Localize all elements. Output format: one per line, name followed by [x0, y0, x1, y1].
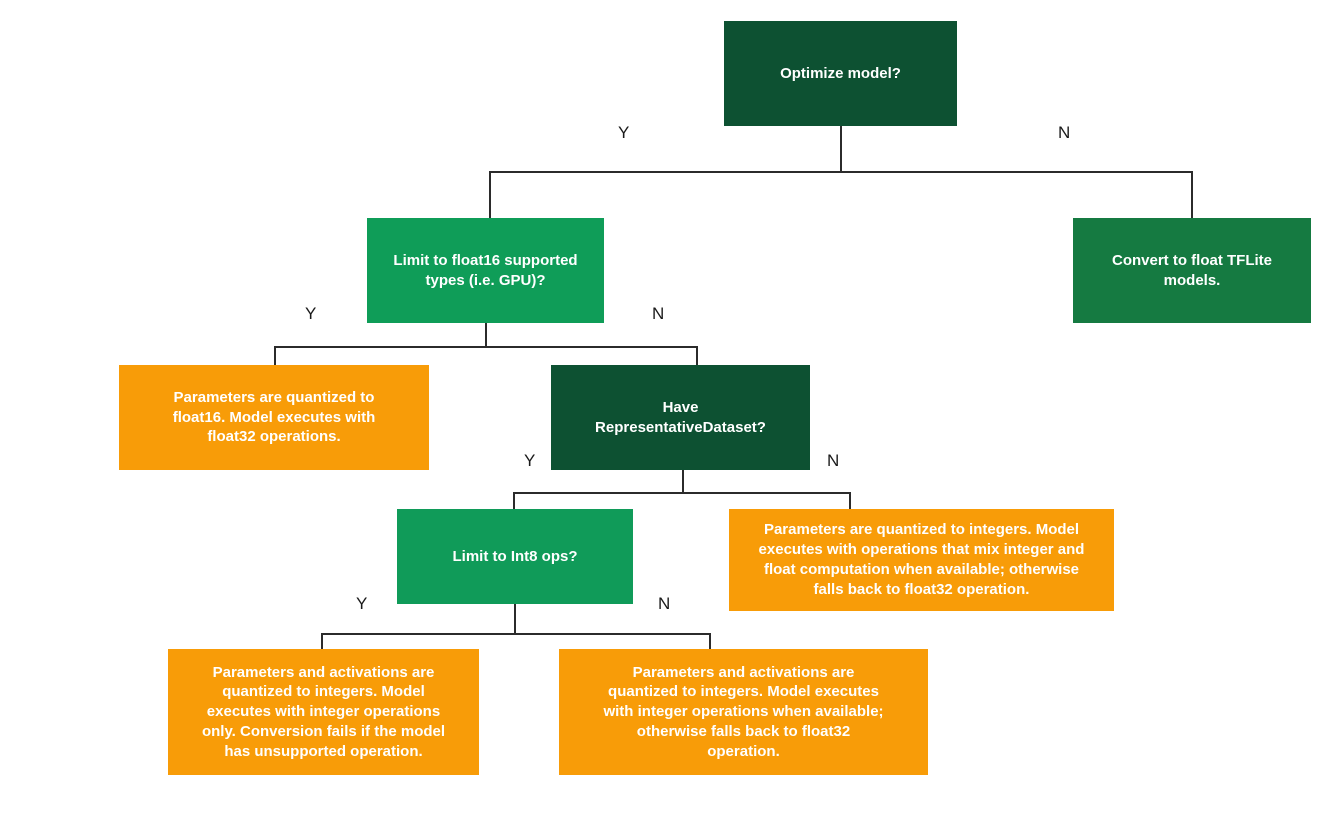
- edge-optimize-no-drop: [1191, 171, 1193, 218]
- edge-float16-stem: [485, 323, 487, 347]
- edge-float16-bus: [274, 346, 698, 348]
- edge-int8-no-drop: [709, 633, 711, 651]
- node-convert-float-tflite-label: Convert to float TFLite models.: [1112, 251, 1272, 289]
- branch-label-float16-yes: Y: [305, 304, 317, 323]
- edge-int8-stem: [514, 604, 516, 634]
- edge-float16-yes-drop: [274, 346, 276, 366]
- node-float16-result-label: Parameters are quantized to float16. Mod…: [172, 388, 376, 446]
- branch-label-int8-yes: Y: [356, 594, 368, 613]
- edge-optimize-stem: [840, 126, 842, 172]
- node-limit-int8-label: Limit to Int8 ops?: [452, 547, 578, 565]
- node-int8-fallback-result[interactable]: Parameters and activations are quantized…: [559, 649, 928, 775]
- edge-optimize-bus: [489, 171, 1193, 173]
- node-limit-int8[interactable]: Limit to Int8 ops?: [397, 509, 633, 604]
- node-mixed-int-float-result-label: Parameters are quantized to integers. Mo…: [758, 521, 1085, 598]
- node-int8-fallback-result-label: Parameters and activations are quantized…: [603, 663, 884, 760]
- branch-label-optimize-no: N: [1058, 123, 1071, 142]
- branch-label-int8-no: N: [658, 594, 671, 613]
- node-have-representative-dataset-label: Have RepresentativeDataset?: [595, 398, 766, 436]
- edge-dataset-no-drop: [849, 492, 851, 511]
- node-limit-float16-label: Limit to float16 supported types (i.e. G…: [393, 251, 578, 289]
- edge-float16-no-drop: [696, 346, 698, 365]
- edge-dataset-stem: [682, 470, 684, 493]
- branch-label-dataset-yes: Y: [524, 451, 536, 470]
- node-int8-only-result[interactable]: Parameters and activations are quantized…: [168, 649, 479, 775]
- node-float16-result[interactable]: Parameters are quantized to float16. Mod…: [119, 365, 429, 470]
- edge-optimize-yes-drop: [489, 171, 491, 219]
- edge-int8-bus: [321, 633, 711, 635]
- node-optimize-model[interactable]: Optimize model?: [724, 21, 957, 126]
- edge-int8-yes-drop: [321, 633, 323, 651]
- node-have-representative-dataset[interactable]: Have RepresentativeDataset?: [551, 365, 810, 470]
- edge-dataset-yes-drop: [513, 492, 515, 511]
- branch-label-optimize-yes: Y: [618, 123, 630, 142]
- node-mixed-int-float-result[interactable]: Parameters are quantized to integers. Mo…: [729, 509, 1114, 611]
- node-convert-float-tflite[interactable]: Convert to float TFLite models.: [1073, 218, 1311, 323]
- node-optimize-model-label: Optimize model?: [780, 64, 901, 82]
- branch-label-float16-no: N: [652, 304, 665, 323]
- edge-dataset-bus: [513, 492, 851, 494]
- node-limit-float16[interactable]: Limit to float16 supported types (i.e. G…: [367, 218, 604, 323]
- node-int8-only-result-label: Parameters and activations are quantized…: [201, 663, 446, 760]
- branch-label-dataset-no: N: [827, 451, 840, 470]
